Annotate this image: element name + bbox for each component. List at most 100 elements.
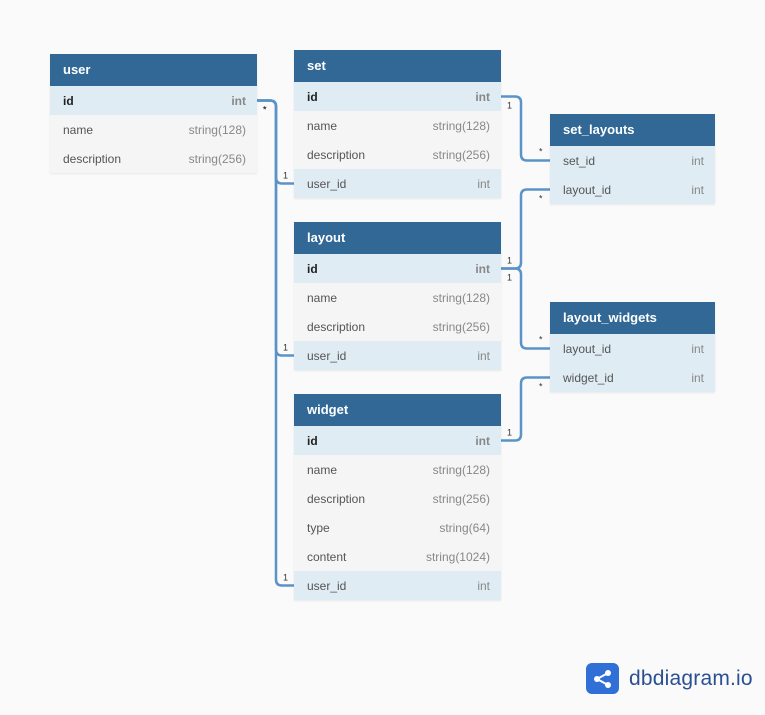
cardinality-label: 1 <box>283 343 288 353</box>
relation-line[interactable] <box>501 95 550 162</box>
field-row[interactable]: description string(256) <box>294 484 501 513</box>
field-type: string(128) <box>188 122 246 137</box>
table-header[interactable]: set_layouts <box>550 114 715 146</box>
field-row[interactable]: id int <box>294 82 501 111</box>
brand-name: dbdiagram.io <box>629 666 753 690</box>
field-type: int <box>691 341 704 356</box>
field-name: description <box>307 147 366 162</box>
field-row[interactable]: user_id int <box>294 571 501 600</box>
relation-line[interactable] <box>501 267 550 350</box>
field-row[interactable]: user_id int <box>294 169 501 198</box>
field-name: id <box>307 89 318 104</box>
field-row[interactable]: description string(256) <box>50 144 257 173</box>
field-row[interactable]: type string(64) <box>294 513 501 542</box>
field-name: name <box>307 118 338 133</box>
field-type: string(256) <box>188 151 246 166</box>
table-header[interactable]: layout <box>294 222 501 254</box>
field-row[interactable]: name string(128) <box>294 111 501 140</box>
cardinality-label: * <box>263 105 267 115</box>
table-user[interactable]: user id int name string(128) description strin… <box>50 54 257 173</box>
relation-line[interactable] <box>501 376 550 442</box>
field-type: int <box>475 89 490 104</box>
field-type: int <box>477 348 490 363</box>
field-row[interactable]: layout_id int <box>550 175 715 204</box>
brand-logo[interactable]: dbdiagram.io <box>586 663 753 694</box>
field-name: user_id <box>307 348 347 363</box>
field-name: set_id <box>563 153 596 168</box>
field-row[interactable]: set_id int <box>550 146 715 175</box>
field-type: string(1024) <box>425 549 490 564</box>
field-name: content <box>307 549 347 564</box>
table-widget[interactable]: widget id int name string(128) description str… <box>294 394 501 600</box>
relation-line[interactable] <box>257 99 294 587</box>
field-name: description <box>63 151 122 166</box>
field-row[interactable]: widget_id int <box>550 363 715 392</box>
table-header[interactable]: user <box>50 54 257 86</box>
field-name: id <box>63 93 74 108</box>
field-type: int <box>477 578 490 593</box>
field-name: name <box>307 462 338 477</box>
field-row[interactable]: id int <box>294 426 501 455</box>
field-name: widget_id <box>563 370 614 385</box>
field-type: int <box>691 370 704 385</box>
table-header[interactable]: layout_widgets <box>550 302 715 334</box>
field-type: int <box>231 93 246 108</box>
field-name: user_id <box>307 176 347 191</box>
field-type: string(256) <box>432 147 490 162</box>
field-name: description <box>307 491 366 506</box>
table-layout[interactable]: layout id int name string(128) description str… <box>294 222 501 370</box>
field-type: int <box>477 176 490 191</box>
field-row[interactable]: description string(256) <box>294 312 501 341</box>
cardinality-label: 1 <box>283 171 288 181</box>
relation-line[interactable] <box>257 99 294 357</box>
field-name: user_id <box>307 578 347 593</box>
field-name: id <box>307 433 318 448</box>
field-type: string(256) <box>432 319 490 334</box>
cardinality-label: * <box>539 147 543 157</box>
field-type: int <box>475 261 490 276</box>
field-name: type <box>307 520 330 535</box>
field-name: id <box>307 261 318 276</box>
share-nodes-icon <box>586 663 619 694</box>
cardinality-label: 1 <box>283 573 288 583</box>
cardinality-label: * <box>263 105 267 115</box>
field-row[interactable]: name string(128) <box>294 455 501 484</box>
relation-line[interactable] <box>501 188 550 270</box>
cardinality-label: 1 <box>507 256 512 266</box>
field-row[interactable]: name string(128) <box>50 115 257 144</box>
field-type: string(256) <box>432 491 490 506</box>
field-type: int <box>691 153 704 168</box>
table-set[interactable]: set id int name string(128) description string… <box>294 50 501 198</box>
field-row[interactable]: id int <box>50 86 257 115</box>
field-row[interactable]: layout_id int <box>550 334 715 363</box>
field-type: string(128) <box>432 118 490 133</box>
field-row[interactable]: user_id int <box>294 341 501 370</box>
field-name: name <box>63 122 94 137</box>
field-name: layout_id <box>563 182 612 197</box>
field-name: name <box>307 290 338 305</box>
field-type: string(128) <box>432 462 490 477</box>
cardinality-label: * <box>539 335 543 345</box>
cardinality-label: 1 <box>507 428 512 438</box>
field-type: int <box>691 182 704 197</box>
cardinality-label: * <box>539 382 543 392</box>
field-name: description <box>307 319 366 334</box>
cardinality-label: 1 <box>507 273 512 283</box>
table-header[interactable]: widget <box>294 394 501 426</box>
relation-line[interactable] <box>257 99 294 185</box>
field-row[interactable]: content string(1024) <box>294 542 501 571</box>
table-header[interactable]: set <box>294 50 501 82</box>
field-type: int <box>475 433 490 448</box>
field-type: string(64) <box>439 520 490 535</box>
cardinality-label: 1 <box>507 101 512 111</box>
field-type: string(128) <box>432 290 490 305</box>
field-row[interactable]: description string(256) <box>294 140 501 169</box>
field-row[interactable]: id int <box>294 254 501 283</box>
field-row[interactable]: name string(128) <box>294 283 501 312</box>
cardinality-label: * <box>263 105 267 115</box>
cardinality-label: * <box>539 194 543 204</box>
field-name: layout_id <box>563 341 612 356</box>
